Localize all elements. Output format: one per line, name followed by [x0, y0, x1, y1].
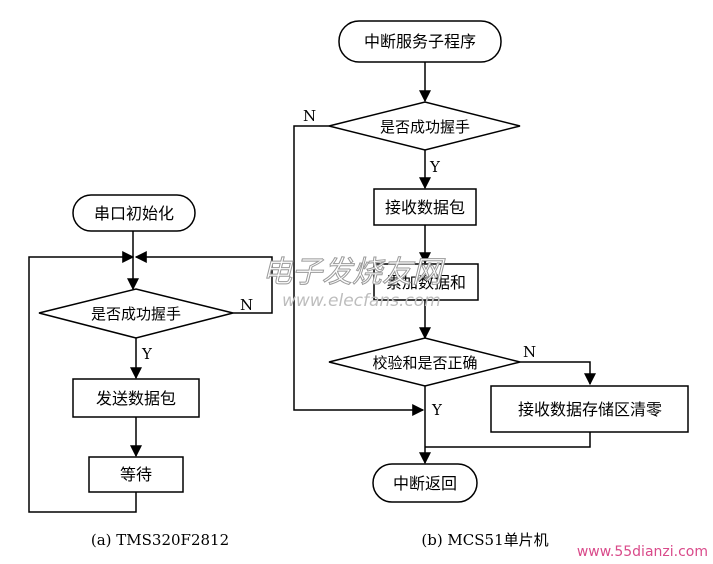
left-decision-label: 是否成功握手 [91, 305, 181, 323]
right-clear-return-line [425, 432, 591, 448]
right-start-terminal [338, 20, 502, 63]
right-no-clear-line [520, 361, 596, 386]
right-flowchart [293, 20, 689, 503]
right-decision1-diamond [328, 101, 521, 151]
right-end-label: 中断返回 [393, 474, 457, 493]
left-yes-label: Y [141, 345, 153, 363]
watermark-brand: 电子发烧友网 [262, 255, 446, 290]
left-start-label: 串口初始化 [94, 204, 174, 223]
left-no-label: N [240, 296, 253, 314]
right-clear-box [490, 385, 689, 433]
left-caption: (a) TMS320F2812 [91, 531, 229, 549]
right-no1-label: N [303, 107, 316, 125]
left-start-terminal [72, 194, 196, 232]
right-clear-label: 接收数据存储区清零 [518, 400, 662, 419]
right-yes1-label: Y [429, 158, 441, 176]
right-decision2-label: 校验和是否正确 [372, 354, 477, 372]
right-no2-label: N [523, 343, 536, 361]
watermark-site2: www.55dianzi.com [577, 544, 708, 560]
left-send-box [72, 378, 200, 418]
right-no-bypass-line [293, 125, 425, 416]
right-yes2-label: Y [431, 401, 443, 419]
left-wait-label: 等待 [120, 465, 152, 484]
right-decision1-label: 是否成功握手 [380, 118, 470, 136]
right-start-label: 中断服务子程序 [364, 32, 476, 51]
right-accumulate-box [373, 263, 479, 301]
right-end-terminal [372, 463, 478, 503]
right-receive-box [373, 188, 477, 226]
left-send-label: 发送数据包 [96, 389, 176, 408]
right-receive-label: 接收数据包 [385, 198, 465, 217]
right-caption: (b) MCS51单片机 [421, 531, 548, 549]
left-return-loop-line [28, 251, 137, 513]
left-no-loop-line [134, 251, 273, 314]
left-flowchart [28, 194, 273, 513]
watermark-site: www.elecfans.com [282, 291, 441, 311]
right-accumulate-label: 累加数据和 [386, 273, 466, 292]
